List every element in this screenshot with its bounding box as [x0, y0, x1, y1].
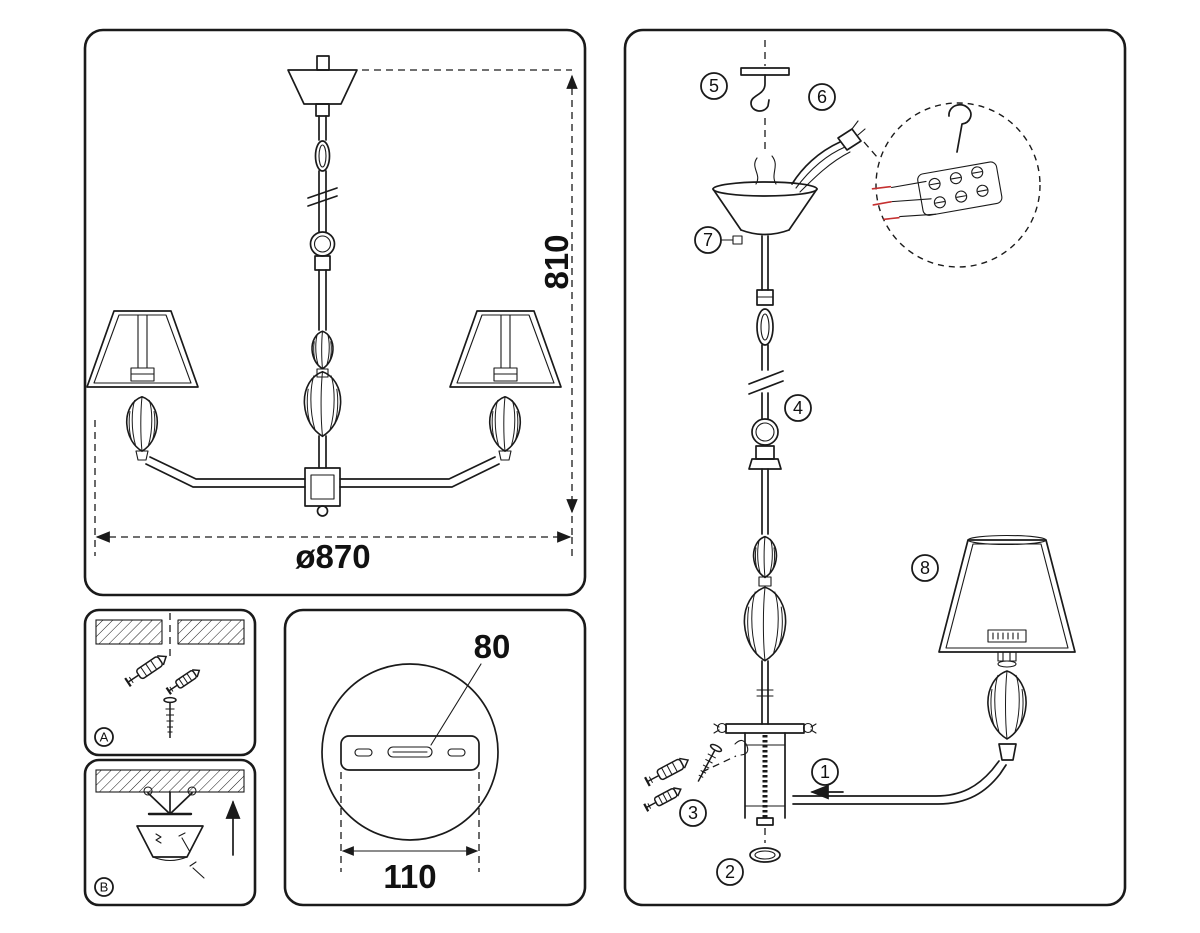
length-break-mark: [748, 370, 784, 395]
screw-icon: [163, 696, 177, 739]
panel-step-b: B: [83, 758, 257, 907]
zoom-circle: [875, 102, 1041, 268]
callout-1-number: 1: [820, 762, 830, 782]
glass-body: [743, 586, 787, 662]
center-slot: [387, 746, 433, 758]
assembly-shade: [938, 534, 1076, 761]
live-wire-mark: [872, 201, 892, 206]
locking-screw: [732, 235, 743, 245]
diameter-dimension-label: ø870: [295, 538, 370, 575]
assembly-arm: [792, 760, 1007, 805]
detail-circle: [321, 663, 499, 841]
callout-2-number: 2: [725, 862, 735, 882]
length-break-mark: [307, 187, 338, 207]
left-slot: [354, 748, 373, 757]
spring-clips: [147, 792, 193, 815]
wall-plug-icon: [123, 650, 171, 688]
ceiling-stub: [316, 55, 330, 71]
glass-finial: [753, 536, 777, 578]
terminal-block: [871, 161, 1003, 221]
panel-step-a: A: [83, 608, 257, 757]
step-b-badge-label: B: [100, 880, 109, 895]
callout-6-number: 6: [817, 87, 827, 107]
hub-assembly: [713, 722, 817, 843]
right-slot: [447, 748, 466, 757]
panel-step-b-border: [83, 758, 257, 907]
terminal-zoom-detail: [871, 102, 1041, 268]
ceiling-hook: [740, 40, 790, 152]
assembly-stem: [743, 235, 787, 725]
mounting-bar: [725, 723, 805, 734]
wall-plug-icon: [643, 784, 684, 813]
wall-plug-icon: [643, 754, 692, 788]
callout-3-number: 3: [688, 803, 698, 823]
glass-body: [303, 370, 342, 438]
step-b-badge: [94, 877, 114, 897]
bracket-plate: [340, 735, 480, 771]
panel-assembly: 5 6: [623, 28, 1127, 907]
callout-7-number: 7: [703, 230, 713, 250]
slot-dimension-label: 80: [474, 628, 511, 665]
bulb-foot: [998, 743, 1017, 761]
callout-2: 2: [716, 858, 744, 886]
brand-tag: [987, 629, 1027, 643]
hook-in-detail: [948, 103, 972, 153]
height-dimension-label: 810: [538, 234, 575, 289]
callout-6: 6: [808, 83, 836, 111]
supply-wires: [791, 120, 878, 193]
chandelier-drawing: [86, 55, 562, 517]
fastener-set: [643, 739, 749, 813]
chain-link: [756, 308, 774, 346]
glass-finial: [311, 330, 334, 370]
slot-leader-line: [430, 663, 482, 746]
live-wire-mark: [871, 185, 892, 190]
right-arm: [339, 456, 496, 480]
plate-dimension-label: 110: [383, 858, 436, 895]
panel-step-a-border: [83, 608, 257, 757]
chain-link: [314, 140, 331, 172]
step-a-badge-label: A: [100, 730, 109, 745]
callout-8: 8: [911, 554, 939, 582]
hub-nut: [756, 817, 774, 826]
wire-connector: [837, 128, 862, 151]
panel-overview-border: [83, 28, 587, 597]
ceiling-canopy: [287, 69, 358, 105]
callout-8-number: 8: [920, 558, 930, 578]
ceiling-hatch: [95, 769, 245, 793]
left-arm: [149, 456, 306, 480]
panel-assembly-border: [623, 28, 1127, 907]
dimension-diameter: ø870: [94, 420, 573, 575]
live-wire-mark: [883, 216, 900, 221]
center-hub: [304, 467, 341, 507]
panel-detail: 80 110: [283, 608, 587, 907]
screw-icon: [692, 742, 724, 786]
left-shade: [86, 310, 199, 388]
callout-4-number: 4: [793, 398, 803, 418]
dimension-height: 810: [362, 69, 578, 537]
callout-7: 7: [694, 226, 743, 254]
wall-plug-icon: [165, 665, 203, 696]
right-glass-bulb: [489, 396, 521, 452]
left-glass-bulb: [126, 396, 158, 452]
step-a-badge: [94, 727, 114, 747]
glass-bulb: [987, 670, 1027, 740]
callout-4: 4: [784, 394, 812, 422]
callout-5-number: 5: [709, 76, 719, 96]
decor-ring: [749, 847, 781, 863]
hook-clip: [734, 739, 749, 756]
panel-detail-border: [283, 608, 587, 907]
stem-ring: [751, 418, 779, 446]
mounting-cone: [136, 825, 204, 858]
panel-overview: 810 ø870: [83, 28, 587, 597]
callout-3: 3: [679, 799, 707, 827]
callout-1: 1: [810, 758, 844, 800]
callout-5: 5: [700, 72, 728, 100]
assembly-canopy: [712, 155, 818, 236]
right-shade: [449, 310, 562, 388]
